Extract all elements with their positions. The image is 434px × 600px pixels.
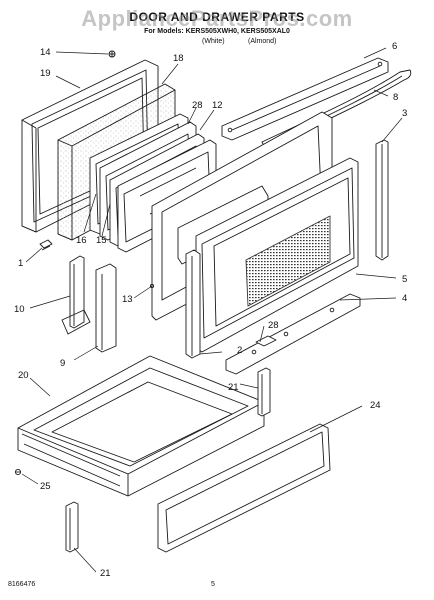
callout-6: 6 <box>392 41 397 52</box>
callout-8: 8 <box>393 92 398 103</box>
callout-20: 20 <box>18 370 29 381</box>
storage-drawer <box>17 355 265 497</box>
diagram-title: DOOR AND DRAWER PARTS <box>129 10 305 24</box>
callout-3: 3 <box>402 108 407 119</box>
color-white: (White) <box>202 38 225 45</box>
watermark: AppliancePartsPros.com <box>81 6 353 31</box>
callout-9: 9 <box>60 358 65 369</box>
door-hinge <box>61 255 91 335</box>
callout-24: 24 <box>370 400 381 411</box>
hinge-block <box>95 263 117 353</box>
callout-4: 4 <box>402 293 407 304</box>
model-numbers: For Models: KERS505XWH0, KERS505XAL0 <box>144 28 290 35</box>
callout-28-lower: 28 <box>268 320 279 331</box>
callout-10: 10 <box>14 304 25 315</box>
right-side-rail <box>375 139 389 261</box>
door-bottom-trim <box>225 293 361 375</box>
callout-21-lower: 21 <box>100 568 111 579</box>
hinge-bracket <box>255 335 277 347</box>
callout-2: 2 <box>237 345 242 356</box>
color-almond: (Almond) <box>248 38 277 45</box>
door-glass-pack <box>89 113 217 253</box>
left-door-rail <box>185 249 201 359</box>
drawer-front-panel <box>157 423 331 553</box>
callout-18: 18 <box>173 53 184 64</box>
callout-15: 15 <box>96 235 107 246</box>
small-clip <box>39 239 53 251</box>
drawer-slide-upper <box>257 367 271 417</box>
callout-28: 28 <box>192 100 203 111</box>
callout-labels: 14 19 18 28 12 6 8 3 16 15 1 10 13 5 4 2… <box>14 41 407 579</box>
callout-13: 13 <box>122 294 133 305</box>
callout-14: 14 <box>40 47 51 58</box>
screw <box>108 50 116 58</box>
callout-5: 5 <box>402 274 407 285</box>
callout-21: 21 <box>228 382 239 393</box>
callout-12: 12 <box>212 100 223 111</box>
leader-lines <box>21 47 403 573</box>
figure-number: 8166476 <box>8 581 36 588</box>
outer-door-panel <box>195 157 359 353</box>
callout-16: 16 <box>76 235 87 246</box>
callout-25: 25 <box>40 481 51 492</box>
page-number: 5 <box>211 581 215 588</box>
door-top-trim <box>221 57 389 141</box>
drawer-screw <box>14 468 22 476</box>
callout-1: 1 <box>18 258 23 269</box>
drawer-slide-lower <box>65 501 79 553</box>
callout-19: 19 <box>40 68 51 79</box>
